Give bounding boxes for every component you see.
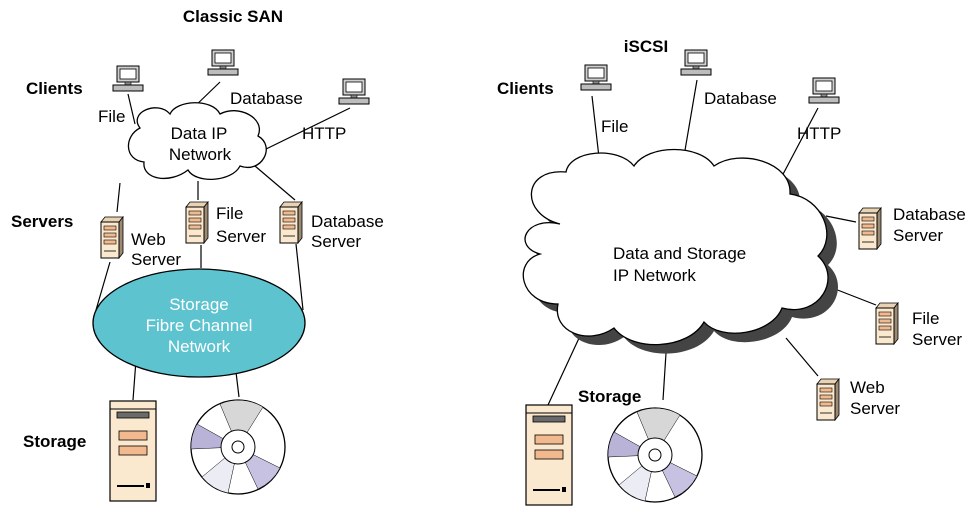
classic-fc-line-1: Storage [169, 295, 229, 314]
iscsi-ip-network-line-1: Data and Storage [613, 244, 746, 263]
classic-storage-label: Storage [23, 432, 86, 451]
classic-client-file-computer-icon [112, 65, 144, 92]
iscsi-client-database-label: Database [704, 89, 777, 108]
classic-client-database-label: Database [230, 89, 303, 108]
classic-servers-label: Servers [11, 212, 73, 231]
classic-web-server-icon [100, 216, 124, 259]
iscsi-ip-network-line-2: IP Network [613, 266, 696, 285]
iscsi-panel: iSCSI Clients Storage File Database HTTP… [497, 37, 966, 506]
iscsi-client-file-computer-icon [580, 64, 612, 91]
classic-clients-label: Clients [26, 79, 83, 98]
classic-san-panel: Classic SAN Clients Servers Storage File… [11, 7, 384, 502]
iscsi-database-server-line-2: Server [893, 226, 943, 245]
iscsi-client-http-label: HTTP [797, 124, 841, 143]
classic-database-server-icon [279, 201, 303, 244]
classic-database-server-line-2: Server [311, 232, 361, 251]
iscsi-file-server-line-2: Server [912, 330, 962, 349]
iscsi-storage-label: Storage [578, 387, 641, 406]
iscsi-storage-tower-icon [525, 404, 573, 506]
iscsi-database-server-icon [858, 207, 882, 250]
classic-web-server-line-1: Web [131, 230, 166, 249]
iscsi-client-file-label: File [601, 117, 628, 136]
iscsi-web-server-line-2: Server [850, 399, 900, 418]
iscsi-client-http-computer-icon [808, 77, 840, 104]
classic-client-file-label: File [98, 107, 125, 126]
iscsi-title: iSCSI [624, 37, 668, 56]
classic-client-database-computer-icon [207, 49, 239, 76]
classic-web-server-line-2: Server [131, 250, 181, 269]
classic-ip-network-line-2: Network [169, 145, 232, 164]
classic-client-http-label: HTTP [302, 124, 346, 143]
classic-file-server-line-2: Server [216, 227, 266, 246]
iscsi-file-server-line-1: File [912, 309, 939, 328]
classic-file-server-icon [185, 201, 209, 244]
classic-connection-lines [95, 81, 351, 401]
classic-storage-disc-icon [190, 399, 286, 495]
classic-san-title: Classic SAN [183, 7, 283, 26]
iscsi-web-server-icon [816, 378, 840, 421]
classic-file-server-line-1: File [216, 204, 243, 223]
classic-client-http-computer-icon [338, 78, 370, 105]
classic-fc-line-2: Fibre Channel [146, 316, 253, 335]
iscsi-database-server-line-1: Database [893, 205, 966, 224]
classic-ip-network-line-1: Data IP [171, 124, 228, 143]
iscsi-file-server-icon [875, 302, 899, 345]
classic-data-ip-network-cloud: Data IP Network [127, 102, 267, 181]
iscsi-web-server-line-1: Web [850, 378, 885, 397]
iscsi-storage-disc-icon [607, 407, 703, 503]
classic-fibre-channel-network: Storage Fibre Channel Network [92, 268, 306, 378]
iscsi-client-database-computer-icon [680, 49, 712, 76]
iscsi-clients-label: Clients [497, 79, 554, 98]
iscsi-data-storage-ip-network-cloud: Data and Storage IP Network [522, 148, 839, 354]
classic-database-server-line-1: Database [311, 212, 384, 231]
classic-storage-tower-icon [109, 400, 157, 502]
classic-fc-line-3: Network [168, 337, 231, 356]
